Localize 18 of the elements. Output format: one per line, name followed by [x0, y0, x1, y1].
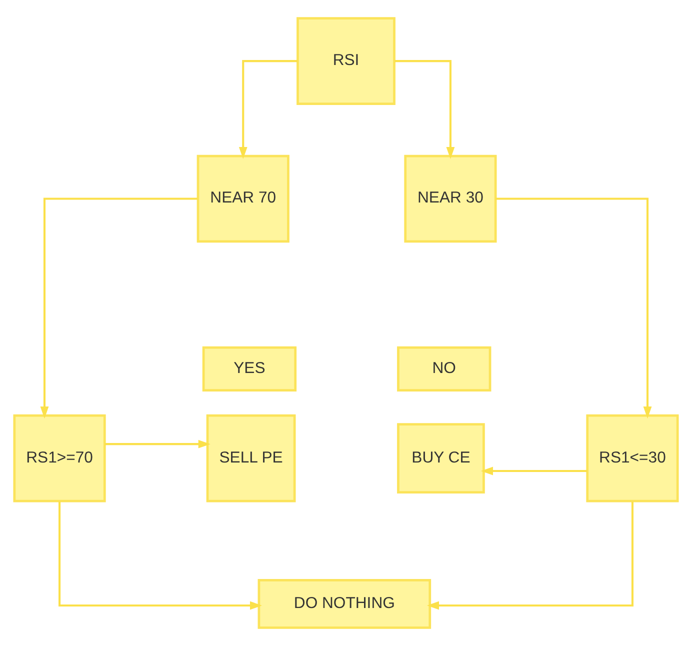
node-box: SELL PE: [206, 414, 296, 502]
node-box: NEAR 30: [404, 154, 497, 242]
arrow: [394, 60, 455, 159]
arrow: [426, 501, 634, 610]
node-box: RS1>=70: [13, 414, 106, 502]
node-box: RSI: [296, 16, 396, 104]
node-box: YES: [202, 346, 297, 391]
arrow: [496, 197, 652, 418]
node-box: NEAR 70: [196, 154, 290, 242]
node-box: RS1<=30: [586, 414, 679, 502]
node-box: BUY CE: [397, 422, 485, 494]
arrow: [40, 197, 198, 418]
arrow: [480, 466, 588, 475]
node-box: DO NOTHING: [258, 578, 432, 628]
node-box: NO: [397, 346, 492, 391]
arrow: [104, 439, 210, 448]
arrow: [238, 60, 298, 159]
arrow: [58, 501, 262, 610]
